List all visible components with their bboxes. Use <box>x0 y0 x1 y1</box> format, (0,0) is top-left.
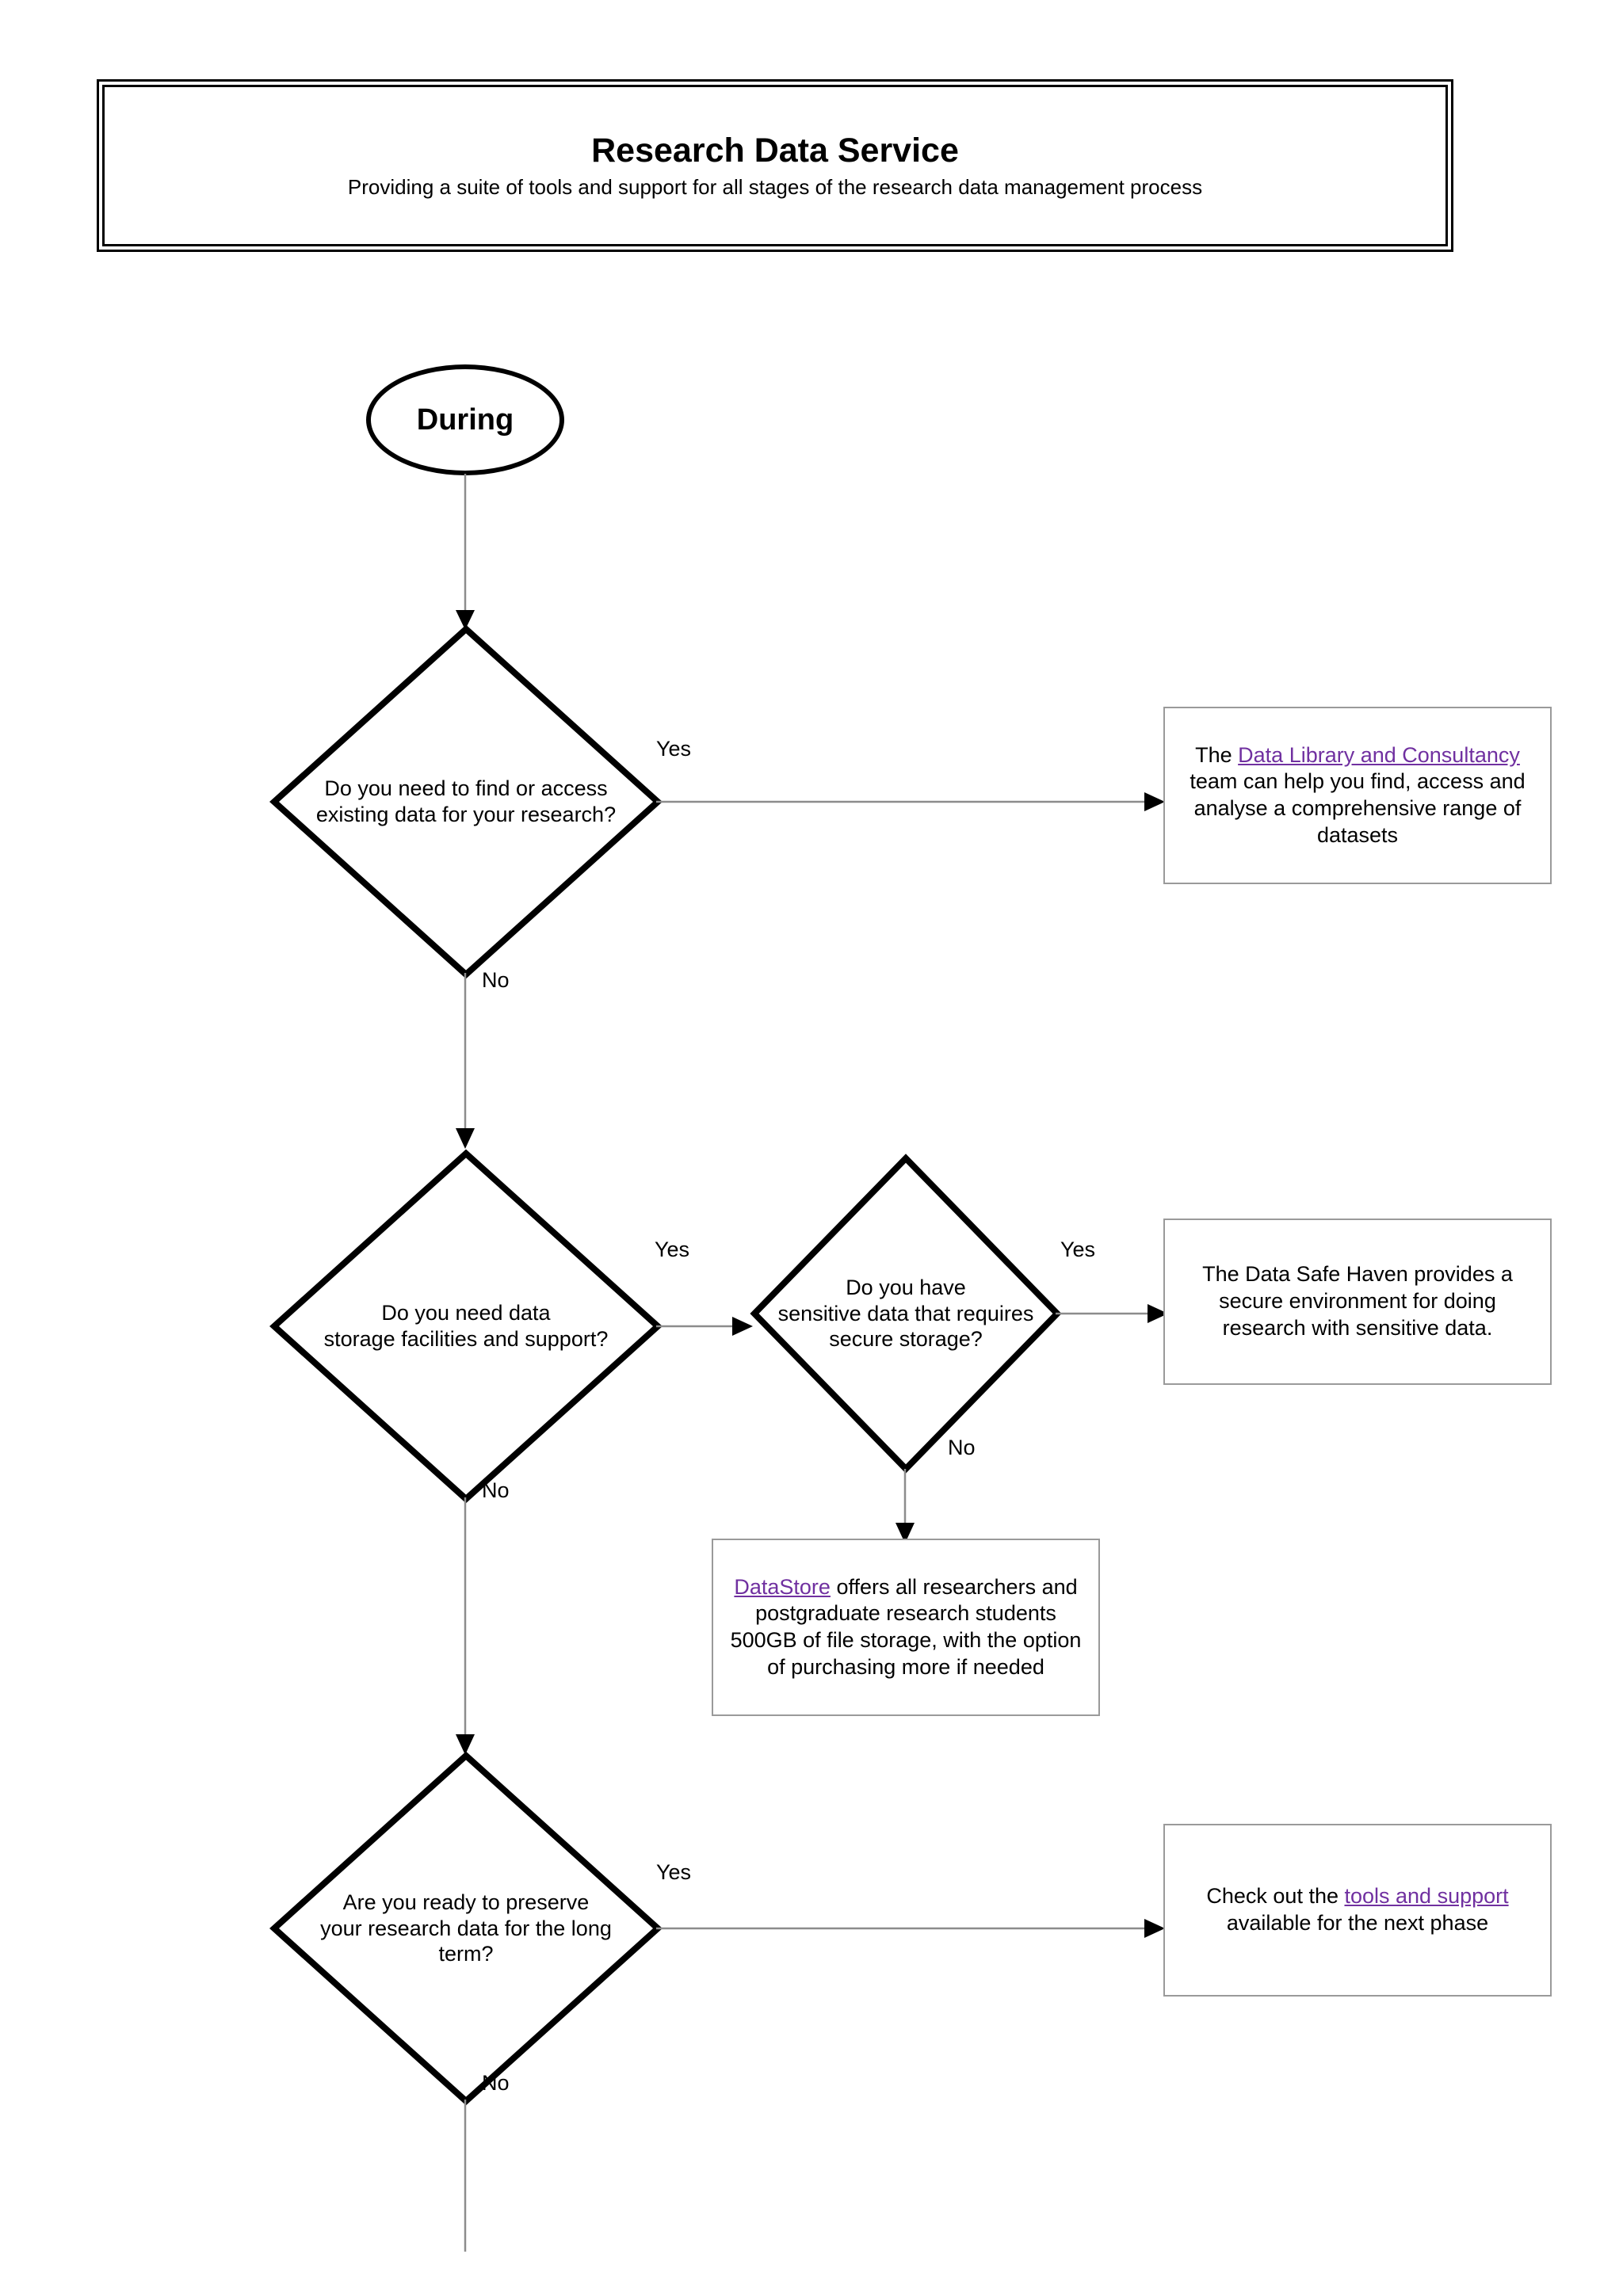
decision-diamond-shape <box>269 1149 663 1504</box>
link-datastore[interactable]: DataStore <box>734 1574 831 1599</box>
page-title: Research Data Service <box>591 131 959 170</box>
connector-decision1-no-to-decision2 <box>456 973 475 1149</box>
connector-decision4-no-continues <box>464 2100 467 2252</box>
start-terminator-during[interactable]: During <box>366 364 564 475</box>
note-text-after: team can help you find, access and analy… <box>1190 769 1526 847</box>
start-terminator-label: During <box>416 402 514 437</box>
page-subtitle: Providing a suite of tools and support f… <box>347 175 1203 200</box>
decision-diamond-shape <box>750 1154 1062 1474</box>
edge-label-decision4-yes: Yes <box>656 1860 692 1884</box>
note-data-library-consultancy: The Data Library and Consultancy team ca… <box>1163 707 1552 884</box>
edge-label-decision3-yes: Yes <box>1060 1238 1096 1261</box>
edge-label-decision1-no: No <box>482 968 510 992</box>
link-data-library-and-consultancy[interactable]: Data Library and Consultancy <box>1238 742 1520 767</box>
decision-find-access-data[interactable]: Do you need to find or access existing d… <box>269 624 663 979</box>
decision-diamond-shape <box>269 624 663 979</box>
edge-label-decision1-yes: Yes <box>656 737 692 761</box>
header-banner: Research Data Service Providing a suite … <box>97 79 1453 252</box>
note-data-safe-haven-text: The Data Safe Haven provides a secure en… <box>1202 1262 1513 1340</box>
connector-decision2-yes-to-decision3 <box>656 1317 753 1336</box>
note-text-after: available for the next phase <box>1226 1911 1489 1935</box>
note-data-safe-haven: The Data Safe Haven provides a secure en… <box>1163 1219 1552 1385</box>
edge-label-decision2-no: No <box>482 1478 510 1502</box>
decision-preserve-long-term[interactable]: Are you ready to preserve your research … <box>269 1751 663 2106</box>
edge-label-decision3-no: No <box>948 1436 976 1459</box>
edge-label-decision4-no: No <box>482 2071 510 2095</box>
note-text-before: The <box>1195 742 1239 767</box>
connector-decision3-no-to-datastore <box>896 1469 915 1543</box>
decision-sensitive-data[interactable]: Do you have sensitive data that requires… <box>750 1154 1062 1474</box>
note-text-after: offers all researchers and postgraduate … <box>730 1574 1082 1679</box>
note-tools-and-support: Check out the tools and support availabl… <box>1163 1824 1552 1997</box>
edge-label-decision2-yes: Yes <box>655 1238 690 1261</box>
note-text-before: Check out the <box>1206 1884 1345 1909</box>
decision-data-storage[interactable]: Do you need data storage facilities and … <box>269 1149 663 1504</box>
connector-decision1-yes-to-note1 <box>656 792 1165 811</box>
header-banner-inner: Research Data Service Providing a suite … <box>102 85 1448 246</box>
connector-decision2-no-to-decision4 <box>456 1497 475 1755</box>
connector-decision4-yes-to-note4 <box>656 1919 1165 1938</box>
note-datastore: DataStore offers all researchers and pos… <box>712 1539 1100 1716</box>
connector-start-to-decision1 <box>456 474 475 630</box>
connector-decision3-yes-to-note2 <box>1056 1304 1168 1323</box>
decision-diamond-shape <box>269 1751 663 2106</box>
link-tools-and-support[interactable]: tools and support <box>1344 1884 1509 1909</box>
